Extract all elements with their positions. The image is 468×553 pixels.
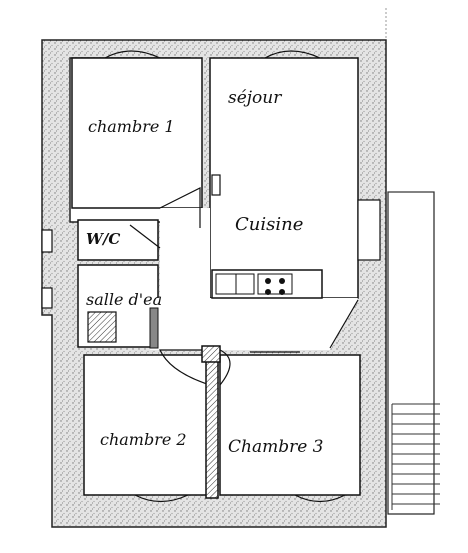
label-chambre3: Chambre 3	[228, 437, 324, 457]
kitchen-counter	[211, 269, 323, 299]
label-salle-eau: salle d'ea	[86, 290, 162, 309]
label-wc: W/C	[86, 230, 120, 248]
shower	[87, 307, 159, 349]
exterior-stairs	[387, 191, 440, 515]
partition-cap	[201, 345, 221, 363]
door-swings	[129, 174, 359, 386]
room-voids	[71, 57, 361, 496]
label-cuisine: Cuisine	[235, 214, 303, 235]
windows	[41, 50, 381, 503]
partition-column	[205, 349, 219, 499]
label-chambre1: chambre 1	[88, 117, 175, 136]
label-sejour: séjour	[228, 88, 282, 108]
label-chambre2: chambre 2	[100, 430, 187, 449]
